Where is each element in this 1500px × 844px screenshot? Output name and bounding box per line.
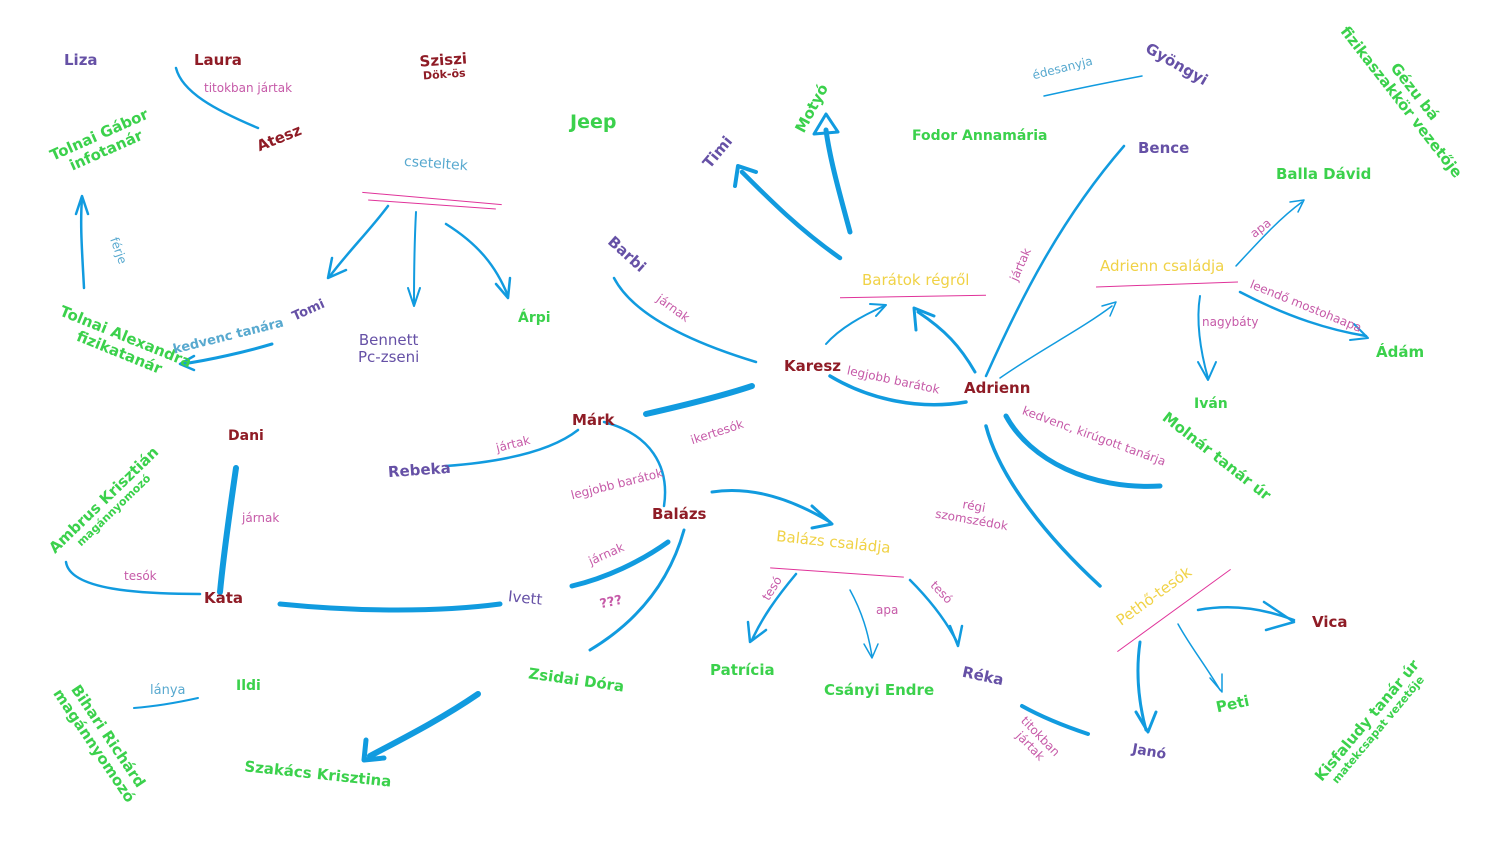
line-csaladja-adam — [1238, 290, 1368, 338]
arrowhead-vica — [1262, 600, 1296, 632]
rel-nagybaty: nagybáty — [1202, 315, 1259, 329]
node-jeep: Jeep — [570, 111, 617, 133]
arrowhead-reka — [948, 624, 964, 648]
line-balazs-ivett — [569, 539, 671, 589]
node-patricia: Patrícia — [710, 661, 775, 679]
arrowhead-arpi — [494, 276, 512, 300]
arrowhead-peti — [1209, 673, 1223, 693]
line-ambrus-kata — [64, 560, 202, 596]
arrowhead-tomi — [326, 256, 348, 280]
arrow-tomi-alexandra — [180, 342, 274, 366]
rel-titokban-jartak-top: titokban jártak — [204, 81, 293, 95]
arrowhead-csaladja — [1101, 301, 1117, 317]
arrowhead-timi — [733, 164, 758, 188]
arrow-cseteltek-bennett — [413, 211, 417, 305]
line-rebeka-mark — [444, 428, 580, 468]
node-ildi: Ildi — [236, 678, 261, 694]
node-bennett-name: Bennett — [358, 331, 419, 349]
node-sziszi: Sziszi Dök-ös — [419, 49, 468, 83]
node-adrienn-csaladja: Adrienn családja — [1100, 257, 1225, 275]
line-mark-karesz — [643, 383, 755, 417]
line-balazs-zsidai — [588, 528, 686, 652]
line-karesz-adrienn — [828, 374, 968, 407]
arrow-adrienn-baratok — [916, 310, 977, 374]
node-mark: Márk — [572, 411, 615, 429]
node-arpi: Árpi — [518, 310, 551, 326]
arrowhead-balla — [1289, 199, 1305, 213]
line-kata-ivett — [277, 601, 503, 613]
line-adrienn-bence — [984, 144, 1126, 378]
arrow-zsidai-szakacs — [367, 691, 481, 759]
arrowhead-motyo — [812, 112, 840, 136]
node-adrienn: Adrienn — [964, 379, 1031, 397]
arrow-csaladja-balla — [1235, 201, 1303, 267]
node-ivan: Iván — [1194, 396, 1228, 412]
line-lanya — [133, 697, 199, 709]
rel-apa-balazs: apa — [876, 603, 899, 617]
node-liza: Liza — [64, 51, 98, 69]
arrow-csaladja-csanyi — [849, 589, 873, 657]
node-laura: Laura — [194, 51, 242, 69]
arrow-adrienn-csaladja — [999, 305, 1113, 379]
rel-lanya: lánya — [150, 683, 186, 698]
arrow-cseteltek-tomi — [328, 204, 390, 278]
arrowhead-adam — [1349, 323, 1369, 341]
line-laura-atesz — [174, 66, 260, 130]
arrowhead-baratok-right — [912, 306, 936, 332]
node-csanyi: Csányi Endre — [824, 681, 935, 699]
arrowhead-bennett — [407, 287, 421, 307]
node-bennett-role: Pc-zseni — [358, 348, 420, 367]
arrow-balazs-csaladja — [710, 488, 832, 524]
line-gyongyi — [1043, 75, 1143, 97]
line-mark-balazs — [602, 420, 667, 508]
arrow-karesz-timi — [739, 169, 843, 261]
node-adam: Ádám — [1376, 343, 1425, 361]
line-dani-kata — [217, 465, 239, 595]
node-baratok-regrol: Barátok régről — [862, 271, 970, 289]
line-reka-jano — [1020, 704, 1090, 736]
node-balla: Balla Dávid — [1276, 165, 1372, 183]
arrowhead-jano — [1134, 710, 1158, 734]
node-ivett: Ivett — [507, 587, 544, 609]
arrowhead-baratok-left — [869, 303, 887, 317]
line-adrienn-petho — [984, 424, 1102, 588]
node-dani: Dani — [228, 428, 264, 444]
node-bennett: Bennett Pc-zseni — [358, 331, 420, 367]
node-fodor: Fodor Annamária — [912, 128, 1048, 144]
node-karesz: Karesz — [784, 357, 841, 375]
arrowhead-csanyi — [863, 643, 879, 659]
arrowhead-patricia — [746, 620, 768, 644]
arrow-csaladja-ivan — [1197, 295, 1209, 379]
arrow-karesz-baratok — [825, 305, 885, 345]
line-adrienn-molnar — [1003, 413, 1163, 489]
arrowhead-csaladja-b — [810, 504, 834, 530]
node-bence: Bence — [1138, 139, 1190, 157]
arrow-petho-jano — [1136, 640, 1148, 732]
arrow-karesz-motyo — [823, 127, 853, 235]
arrowhead-gabor — [74, 194, 90, 216]
arrowhead-szakacs — [361, 737, 387, 763]
rel-tesok-kata: tesók — [124, 569, 157, 583]
rel-jarnak-dani: járnak — [242, 511, 280, 525]
arrow-csaladja-patricia — [750, 572, 798, 642]
arrow-alexandra-gabor — [79, 196, 86, 290]
arrow-cseteltek-arpi — [444, 222, 510, 298]
arrowhead-alexandra — [178, 354, 196, 372]
arrowhead-ivan — [1197, 361, 1217, 381]
node-vica: Vica — [1312, 613, 1348, 631]
node-kata: Kata — [204, 589, 244, 607]
node-balazs: Balázs — [652, 505, 707, 523]
line-barbi-karesz — [612, 276, 758, 364]
arrow-petho-peti — [1177, 623, 1221, 691]
